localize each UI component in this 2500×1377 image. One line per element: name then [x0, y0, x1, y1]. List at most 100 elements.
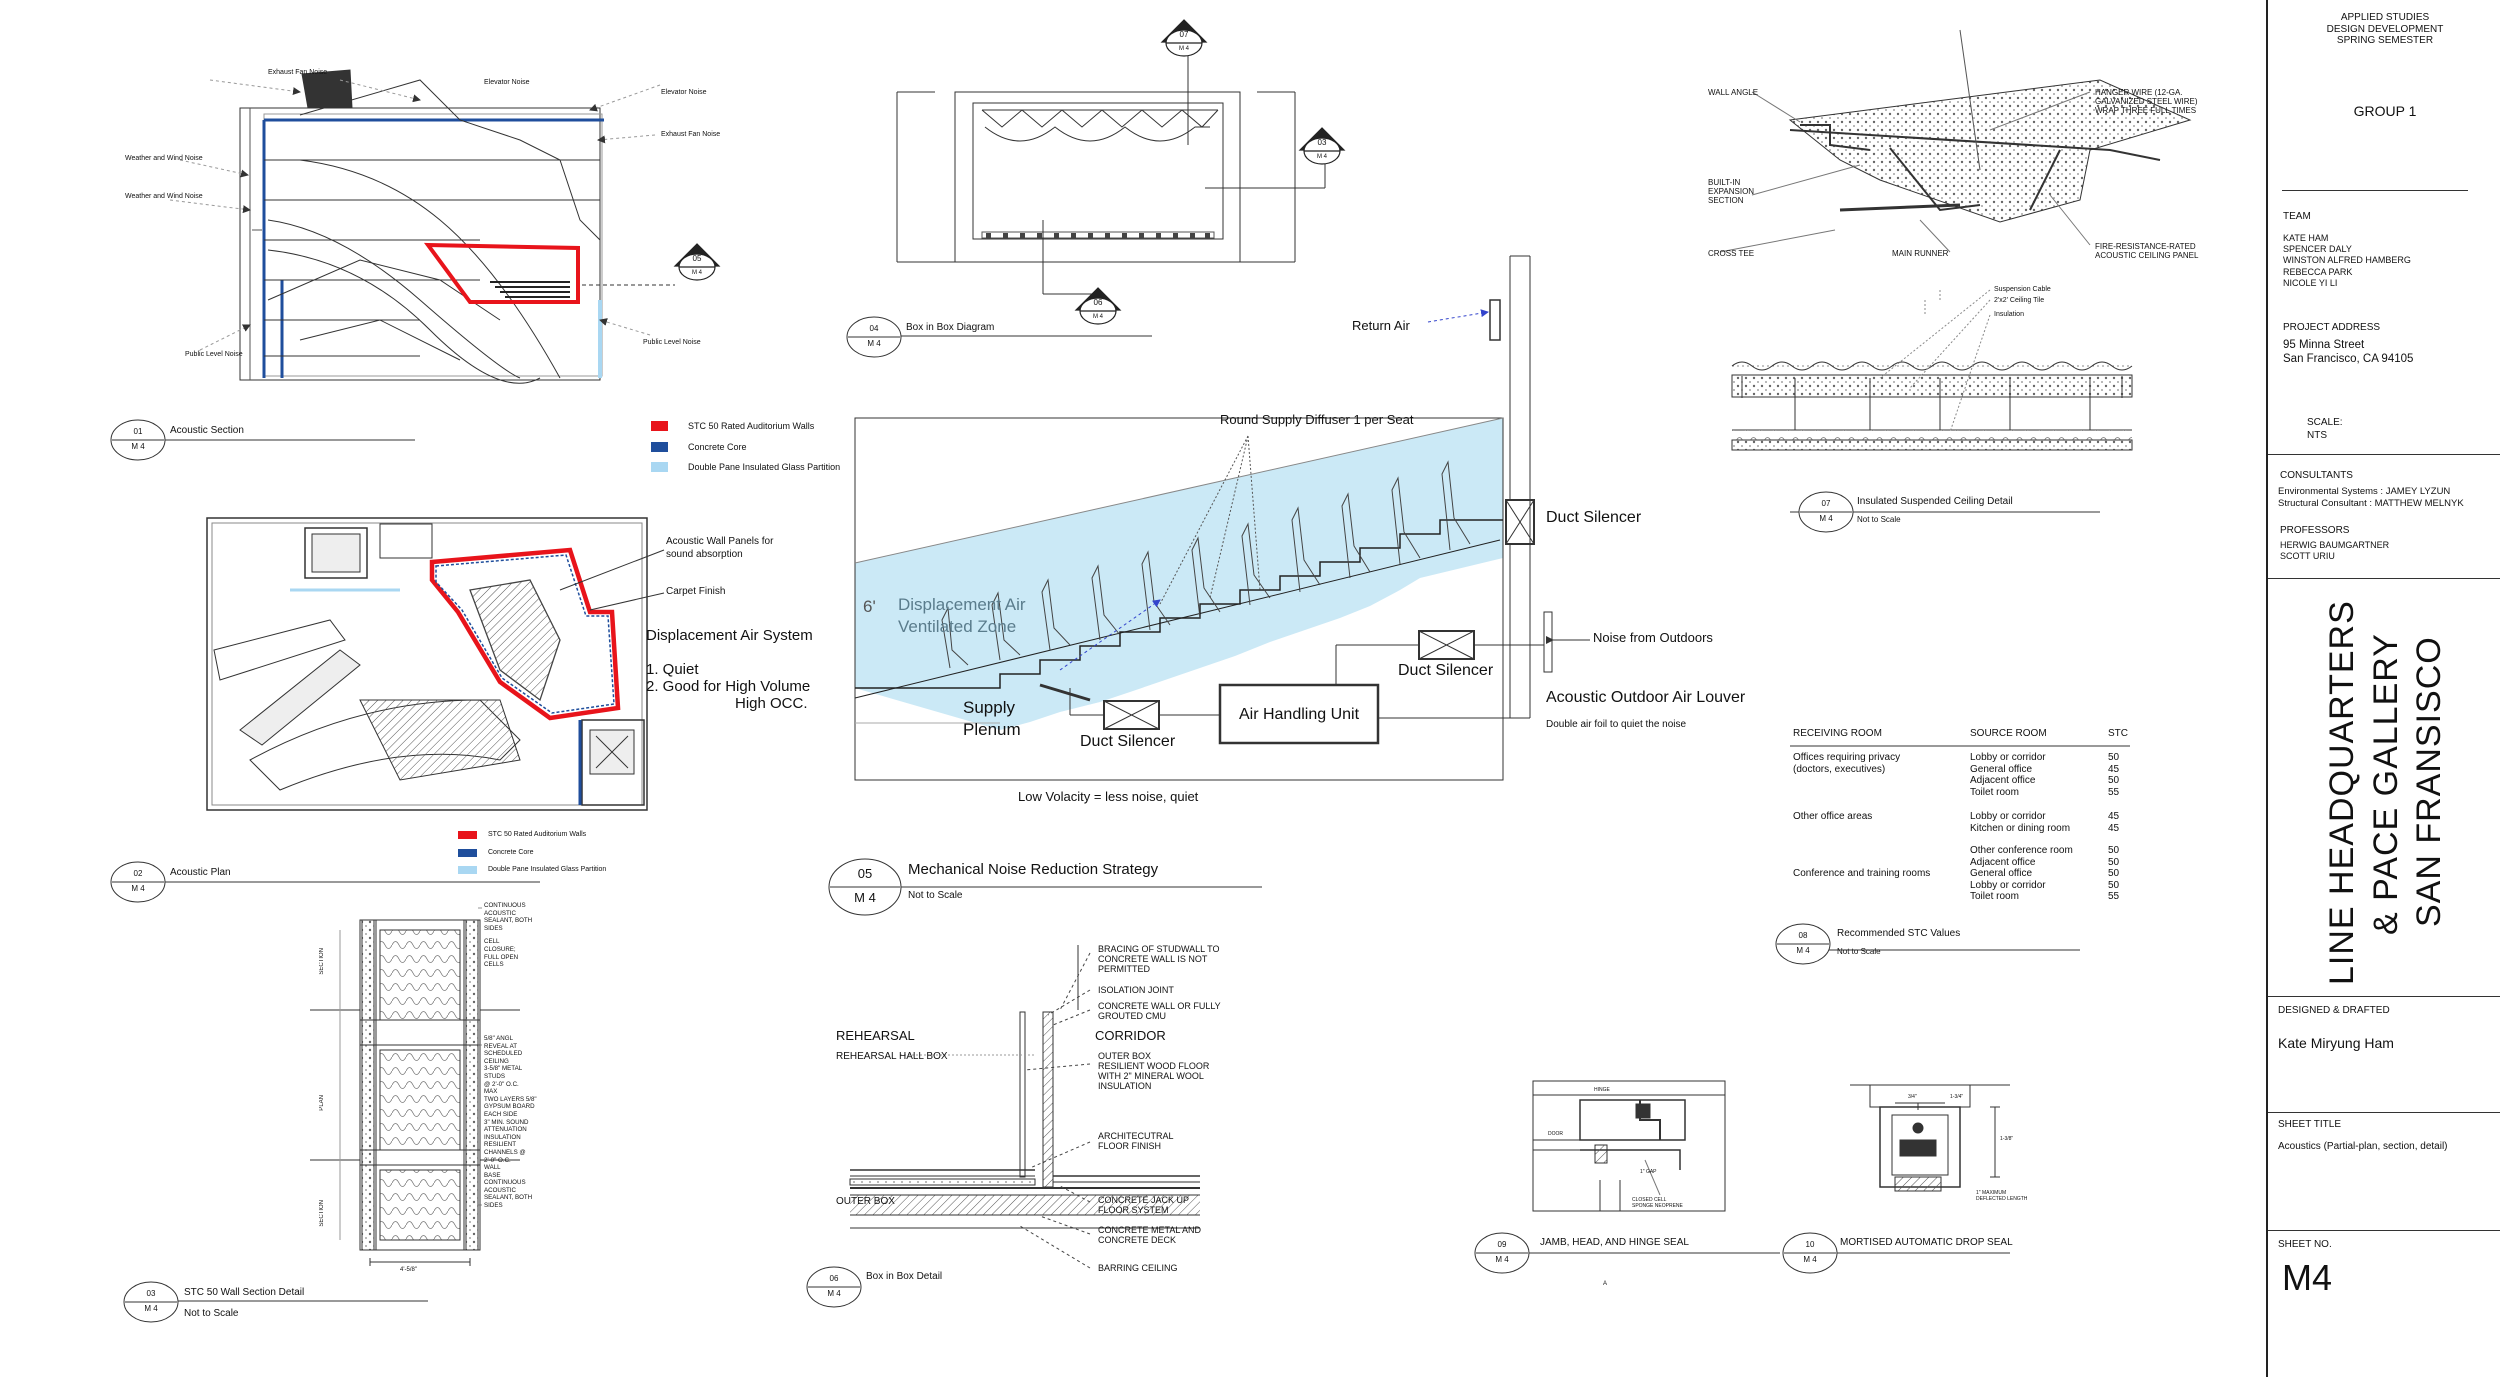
stc-value-cell: 55: [2108, 786, 2120, 798]
bubble-06-num: 06: [829, 1274, 839, 1283]
label-public-level-2: Public Level Noise: [643, 339, 701, 346]
bib-note: CONCRETE WALL OR FULLY: [1098, 1001, 1221, 1011]
mech-supply-2: Plenum: [963, 720, 1021, 739]
acoustic-plan-drawing: [206, 517, 665, 811]
drawing-08-subtitle: Not to Scale: [1837, 947, 1881, 956]
drawing-05-subtitle: Not to Scale: [908, 890, 963, 901]
drawing-08-title: Recommended STC Values: [1837, 928, 1961, 939]
team-member: NICOLE YI LI: [2283, 277, 2338, 288]
scale-value: NTS: [2307, 430, 2327, 441]
wall-note: 2'-0" O.C.: [484, 1156, 511, 1164]
address-label: PROJECT ADDRESS: [2283, 322, 2381, 333]
seal-jamb-sponge: CLOSED CELL SPONGE NEOPRENE: [1632, 1197, 1683, 1209]
drawing-05-title: Mechanical Noise Reduction Strategy: [908, 861, 1159, 878]
mech-supply: Supply Plenum: [963, 697, 1021, 741]
wall-note: CEILING: [484, 1057, 509, 1065]
project-title-1: LINE HEADQUARTERS: [2323, 600, 2361, 985]
label-elevator-1: Elevator Noise: [484, 79, 530, 86]
wall-note: ACOUSTIC: [484, 909, 516, 917]
stc-header-source: SOURCE ROOM: [1970, 728, 2047, 739]
bib-note: INSULATION: [1098, 1081, 1152, 1091]
professors: HERWIG BAUMGARTNER SCOTT URIU: [2280, 540, 2389, 561]
consultant: Structural Consultant : MATTHEW MELNYK: [2278, 497, 2464, 509]
bib-note: WITH 2" MINERAL WOOL: [1098, 1071, 1204, 1081]
stc-sources-other: Lobby or corridor Kitchen or dining room: [1970, 811, 2070, 834]
wall-mark-plan: PLAN: [319, 1095, 325, 1111]
wall-note: CONTINUOUS: [484, 902, 526, 909]
professors-label: PROFESSORS: [2280, 525, 2350, 536]
bib-note: ARCHITECUTRAL: [1098, 1131, 1174, 1141]
ceiling-main-runner: MAIN RUNNER: [1892, 249, 1949, 258]
ceiling-expansion-3: SECTION: [1708, 196, 1744, 205]
seal-jamb-gap: 1" GAP: [1640, 1169, 1657, 1175]
bib-notes-6: CONCRETE METAL AND CONCRETE DECK: [1098, 1225, 1201, 1245]
bib-notes-4: ARCHITECUTRAL FLOOR FINISH: [1098, 1131, 1174, 1151]
seal-note: 1" MAXIMUM: [1976, 1190, 2007, 1196]
bubble-05-sheet: M 4: [854, 890, 876, 905]
legend-swatch-glass: [651, 462, 668, 472]
address-line: San Francisco, CA 94105: [2283, 353, 2414, 365]
legend-top-stc: STC 50 Rated Auditorium Walls: [688, 421, 815, 431]
bib-notes-2: CONCRETE WALL OR FULLY GROUTED CMU: [1098, 1001, 1221, 1021]
wall-note: SIDES: [484, 924, 503, 932]
ceiling-hanger-1: HANGER WIRE (12-GA.: [2095, 88, 2183, 97]
seal-note: DEFLECTED LENGTH: [1976, 1196, 2028, 1202]
ceiling-hanger-2: GALVANIZED STEEL WIRE): [2095, 97, 2198, 106]
wall-mark-width: 4'-5/8": [400, 1267, 417, 1273]
mech-return-air: Return Air: [1352, 318, 1410, 333]
wall-note: CONTINUOUS: [484, 1179, 526, 1187]
bubble-09-num: 09: [1497, 1240, 1507, 1249]
stc-values-conference: 50 50 50 50 55: [2108, 845, 2119, 903]
wall-note: 3" MIN. SOUND: [484, 1118, 529, 1126]
stc-value-cell: 50: [2108, 752, 2120, 763]
drawing-09-title: JAMB, HEAD, AND HINGE SEAL: [1540, 1237, 1689, 1248]
project-title-2: & PACE GALLERY: [2367, 633, 2405, 935]
bib-corridor: CORRIDOR: [1095, 1028, 1166, 1043]
plan-note-carpet: Carpet Finish: [666, 586, 726, 597]
legend-top-core: Concrete Core: [688, 442, 747, 452]
stc-source-cell: General office: [1970, 868, 2033, 879]
team-member: WINSTON ALFRED HAMBERG: [2283, 255, 2411, 266]
plan-note-panels-1: Acoustic Wall Panels for: [666, 536, 774, 547]
bib-note: CONCRETE JACK UP: [1098, 1195, 1190, 1205]
stc-value-cell: 50: [2108, 879, 2120, 891]
bubble-07-num: 07: [1821, 499, 1831, 508]
ceiling-cross-tee: CROSS TEE: [1708, 249, 1755, 258]
seal-jamb-door: DOOR: [1548, 1131, 1563, 1137]
legend-bottom-glass: Double Pane Insulated Glass Partition: [488, 866, 607, 873]
mech-zone: Displacement Air Ventilated Zone: [898, 594, 1026, 638]
bib-note: PERMITTED: [1098, 964, 1151, 974]
ceiling-fire-2: ACOUSTIC CEILING PANEL: [2095, 251, 2199, 260]
wall-note: CELL: [484, 938, 500, 946]
professor: SCOTT URIU: [2280, 550, 2335, 561]
title-block-header: APPLIED STUDIES DESIGN DEVELOPMENT SPRIN…: [2268, 12, 2500, 47]
stc-receiving-other: Other office areas: [1793, 811, 1873, 822]
callout-06-sheet: M 4: [1092, 314, 1103, 320]
callout-07-num: 07: [1179, 30, 1189, 39]
stc-row-offices: Offices requiring privacy (doctors, exec…: [1793, 752, 1900, 775]
team-member: SPENCER DALY: [2283, 244, 2352, 255]
drawing-02-title: Acoustic Plan: [170, 867, 231, 878]
legend-swatch-stc: [651, 421, 668, 431]
bubble-01-num: 01: [133, 427, 143, 436]
wall-note: ATTENUATION: [484, 1126, 527, 1134]
drawing-10-title: MORTISED AUTOMATIC DROP SEAL: [1840, 1237, 2013, 1248]
suspended-ceiling-drawing: [1719, 29, 2192, 513]
wall-mark-section-top: SECTION: [319, 948, 325, 975]
bubble-08-num: 08: [1798, 931, 1808, 940]
das-item-1: 1. Quiet: [646, 661, 699, 678]
stc-source-cell: Other conference room: [1970, 845, 2073, 856]
stc-source-cell: Kitchen or dining room: [1970, 822, 2071, 834]
bib-note: FLOOR SYSTEM: [1098, 1205, 1169, 1215]
stc-row-other: Other office areas: [1793, 811, 1872, 823]
professor: HERWIG BAUMGARTNER: [2280, 540, 2390, 550]
wall-note: CHANNELS @: [484, 1148, 526, 1156]
label-weather-wind: Weather and Wind Noise: [125, 155, 203, 162]
ceiling-expansion: BUILT-IN EXPANSION SECTION: [1708, 178, 1754, 205]
mechanical-noise-diagram: [854, 255, 1590, 888]
wall-section-detail-drawing: [310, 907, 520, 1266]
bubble-06-sheet: M 4: [827, 1289, 841, 1298]
wall-note: @ 2'-0" O.C.: [484, 1080, 519, 1088]
wall-notes-middle: 5/8" ANGL REVEAL AT SCHEDULED CEILING 3-…: [484, 1035, 537, 1210]
